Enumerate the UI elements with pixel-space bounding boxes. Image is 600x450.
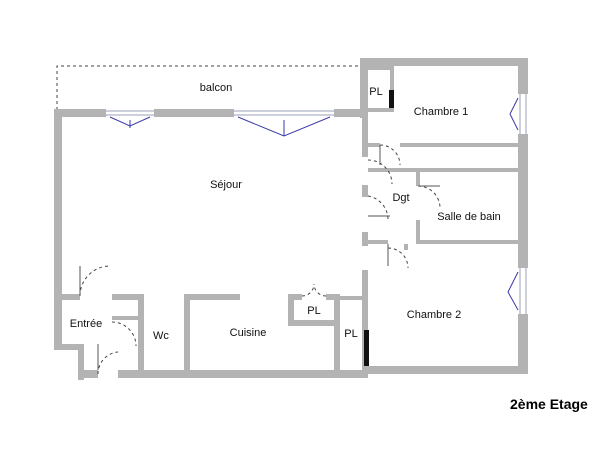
windows <box>106 94 527 314</box>
balcony-outline <box>56 65 360 110</box>
doors <box>79 144 441 375</box>
room-labels: balcon Séjour Chambre 1 PL Dgt Salle de … <box>70 82 501 342</box>
room-label-pl-middle: PL <box>307 305 320 317</box>
room-label-pl-bottom: PL <box>344 328 357 340</box>
floor-label: 2ème Etage <box>510 396 588 412</box>
room-label-wc: Wc <box>153 330 169 342</box>
room-label-chambre2: Chambre 2 <box>407 309 461 321</box>
room-label-sejour: Séjour <box>210 179 242 191</box>
room-label-dgt: Dgt <box>392 192 409 204</box>
room-label-cuisine: Cuisine <box>230 327 267 339</box>
room-label-balcon: balcon <box>200 82 232 94</box>
room-label-salle-de-bain: Salle de bain <box>437 211 501 223</box>
inner-walls <box>62 66 528 372</box>
room-label-entree: Entrée <box>70 318 102 330</box>
outer-walls <box>54 58 528 380</box>
room-label-chambre1: Chambre 1 <box>414 106 468 118</box>
room-label-pl-top: PL <box>369 86 382 98</box>
